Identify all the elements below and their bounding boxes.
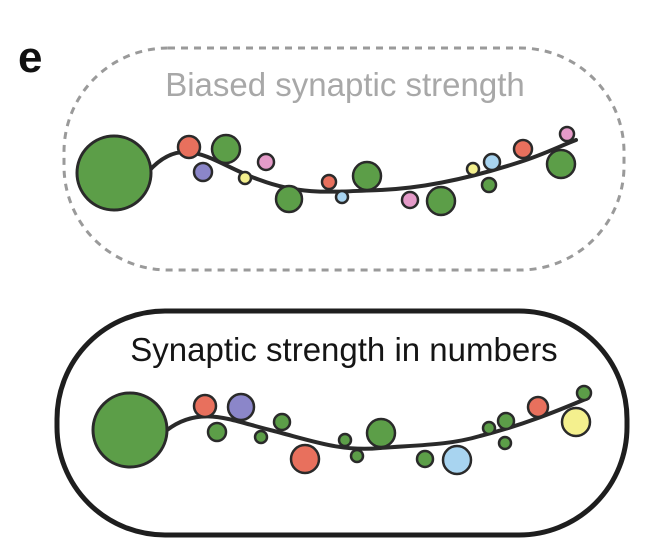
bottom-synapse-red	[289, 443, 321, 475]
top-synapse-blue	[334, 189, 350, 205]
panel-label: e	[18, 33, 42, 82]
bottom-synapse-red	[526, 395, 550, 419]
bottom-synapse-green	[365, 417, 397, 449]
bottom-synapse-green	[253, 429, 269, 445]
top-synapse-purple	[192, 161, 214, 183]
top-synapse-red	[320, 173, 338, 191]
bottom-panel-solid-border	[54, 308, 630, 538]
top-synapse-green	[425, 185, 457, 217]
top-panel: Biased synaptic strength	[62, 46, 626, 272]
top-synapse-yellow	[465, 161, 481, 177]
top-synapse-blue	[482, 152, 502, 172]
bottom-synapse-green	[272, 412, 292, 432]
bottom-synapse-green	[206, 421, 228, 443]
top-synapse-green	[480, 176, 498, 194]
top-synapse-green	[351, 160, 383, 192]
top-synapse-pink	[558, 125, 576, 143]
bottom-panel-title: Synaptic strength in numbers	[130, 331, 557, 368]
bottom-synapse-purple	[226, 392, 256, 422]
bottom-synapse-green	[481, 420, 497, 436]
top-synapse-pink	[256, 152, 276, 172]
top-panel-dashed-border	[62, 46, 626, 272]
bottom-synapse-red	[192, 393, 218, 419]
top-synapse-red	[512, 138, 534, 160]
top-synapse-red	[176, 134, 202, 160]
bottom-synapse-green	[575, 384, 593, 402]
bottom-synapse-green	[415, 449, 435, 469]
bottom-synapse-blue	[441, 444, 473, 476]
top-synapse-green	[274, 184, 304, 214]
bottom-soma	[91, 391, 169, 469]
top-synapse-green	[545, 148, 577, 180]
top-panel-title: Biased synaptic strength	[165, 66, 525, 103]
bottom-synapse-green	[337, 432, 353, 448]
bottom-synapse-green	[496, 411, 516, 431]
bottom-synapse-green	[349, 448, 365, 464]
bottom-synapse-yellow	[560, 406, 592, 438]
bottom-panel: Synaptic strength in numbers	[54, 308, 630, 538]
top-synapse-yellow	[237, 170, 253, 186]
top-soma	[75, 134, 153, 212]
top-neurite	[146, 138, 578, 194]
bottom-synapse-green	[497, 435, 513, 451]
top-synapse-green	[210, 133, 242, 165]
top-synapse-pink	[400, 190, 420, 210]
